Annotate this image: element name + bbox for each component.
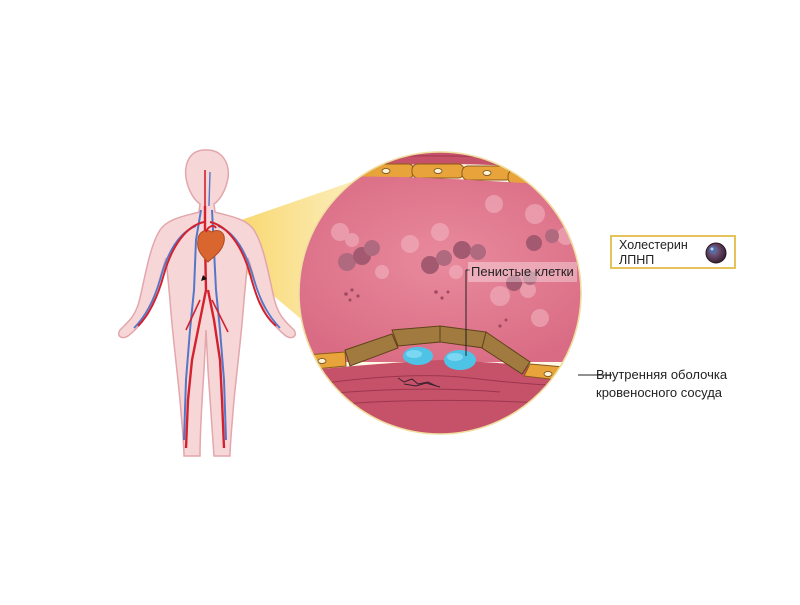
legend-line1: Холестерин bbox=[619, 238, 688, 252]
ldl-particle-icon bbox=[705, 242, 727, 264]
heart-icon bbox=[197, 224, 225, 263]
legend-text: Холестерин ЛПНП bbox=[619, 238, 688, 268]
ldl-legend: Холестерин ЛПНП bbox=[610, 235, 736, 269]
foam-cells-label: Пенистые клетки bbox=[468, 262, 577, 282]
foam-cells bbox=[403, 347, 476, 370]
intima-label-line2: кровеносного сосуда bbox=[596, 385, 723, 400]
intima-label: Внутренняя оболочка кровеносного сосуда bbox=[596, 366, 786, 402]
ldl-particles bbox=[338, 229, 559, 291]
magnified-vessel-view bbox=[298, 151, 582, 435]
tissue-fibers bbox=[397, 377, 441, 388]
small-particles bbox=[344, 288, 508, 328]
intima-label-line1: Внутренняя оболочка bbox=[596, 367, 728, 382]
human-body-figure bbox=[117, 149, 297, 457]
legend-line2: ЛПНП bbox=[619, 253, 655, 267]
